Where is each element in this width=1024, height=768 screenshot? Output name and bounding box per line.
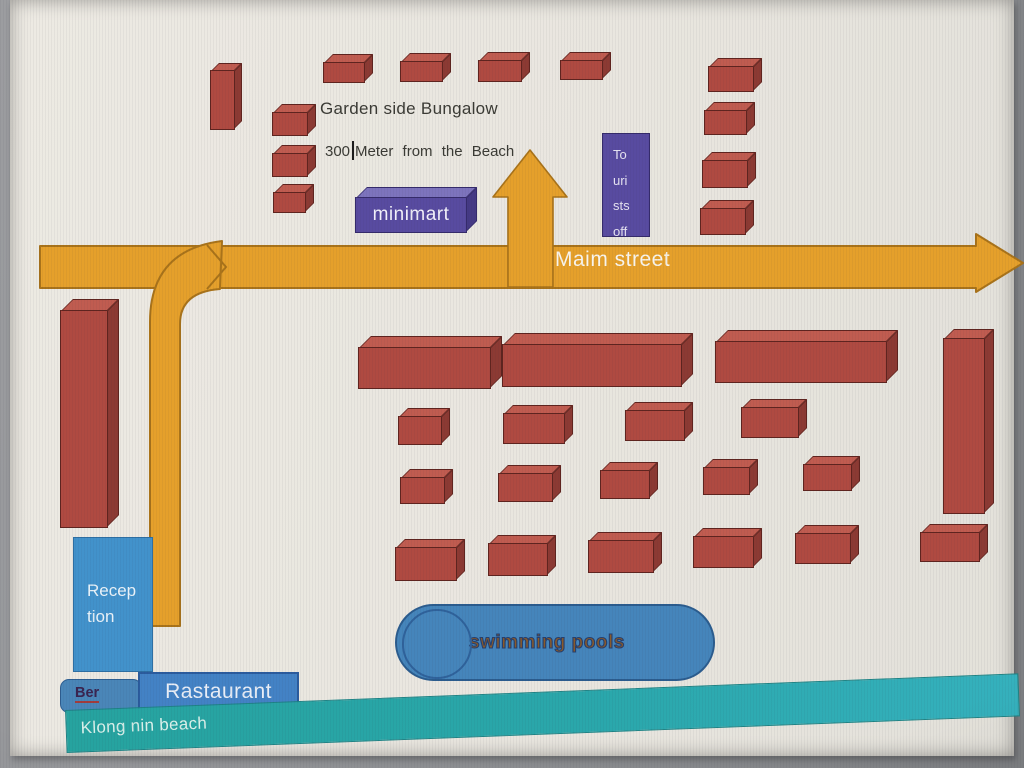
- bungalow-box: [741, 407, 799, 438]
- bungalow-box: [704, 110, 747, 135]
- bungalow-box: [395, 547, 457, 581]
- bungalow-box: [715, 341, 887, 383]
- bungalow-box: [503, 413, 565, 444]
- text-cursor: [352, 141, 355, 160]
- bungalow-box: [273, 192, 306, 213]
- tourist-office-line: uri: [613, 172, 628, 188]
- bar-label: Ber: [75, 685, 100, 703]
- bungalow-box: [560, 60, 603, 80]
- bungalow-box: [708, 66, 754, 92]
- bungalow-box: [323, 62, 365, 83]
- reception-line: tion: [87, 607, 115, 626]
- minimart-label: minimart: [372, 204, 450, 225]
- tourist-office-line: off: [613, 223, 628, 237]
- street-branch-road: [149, 240, 223, 627]
- bungalow-box: [502, 344, 682, 387]
- title-label: Garden side Bungalow: [320, 99, 499, 118]
- bungalow-box: [943, 338, 985, 514]
- street-tail-chevron: [206, 244, 228, 290]
- bungalow-box: [702, 160, 748, 188]
- bungalow-box: [920, 532, 980, 562]
- bungalow-box: [358, 347, 491, 389]
- bungalow-box: [600, 470, 650, 499]
- bungalow-box: [693, 536, 754, 568]
- bungalow-box: [488, 543, 548, 576]
- main-street-arrow: [39, 233, 1024, 293]
- pool-label: swimming pools: [468, 631, 625, 653]
- bungalow-box: [625, 410, 685, 441]
- swimming-pool: swimming pools: [395, 604, 715, 681]
- bungalow-box: [272, 153, 308, 177]
- bungalow-box: [803, 464, 852, 491]
- bungalow-box: [400, 477, 445, 504]
- reception-line: Recep: [87, 581, 137, 600]
- tourist-office-line: To: [613, 147, 627, 162]
- restaurant-box: Rastaurant: [138, 672, 299, 711]
- bungalow-box: [588, 540, 654, 573]
- bungalow-box: [700, 208, 746, 235]
- bungalow-box: [478, 60, 522, 82]
- bungalow-box: [400, 61, 443, 82]
- bungalow-box: [210, 70, 235, 130]
- bungalow-box: [60, 310, 108, 528]
- tourist-office-line: sts: [613, 198, 630, 213]
- bungalow-box: [398, 416, 442, 445]
- reception-box: Recep tion: [73, 537, 153, 672]
- bungalow-box: [703, 467, 750, 495]
- distance-text: Meter from the Beach: [355, 143, 515, 160]
- minimart-box: minimart: [355, 197, 467, 233]
- bungalow-box: [795, 533, 851, 564]
- street-label: Maim street: [555, 248, 671, 271]
- bungalow-box: [498, 473, 553, 502]
- restaurant-label: Rastaurant: [165, 679, 272, 703]
- bungalow-box: [272, 112, 308, 136]
- distance-value: 300: [325, 143, 351, 160]
- tourist-office-box: To uri sts off: [602, 133, 650, 237]
